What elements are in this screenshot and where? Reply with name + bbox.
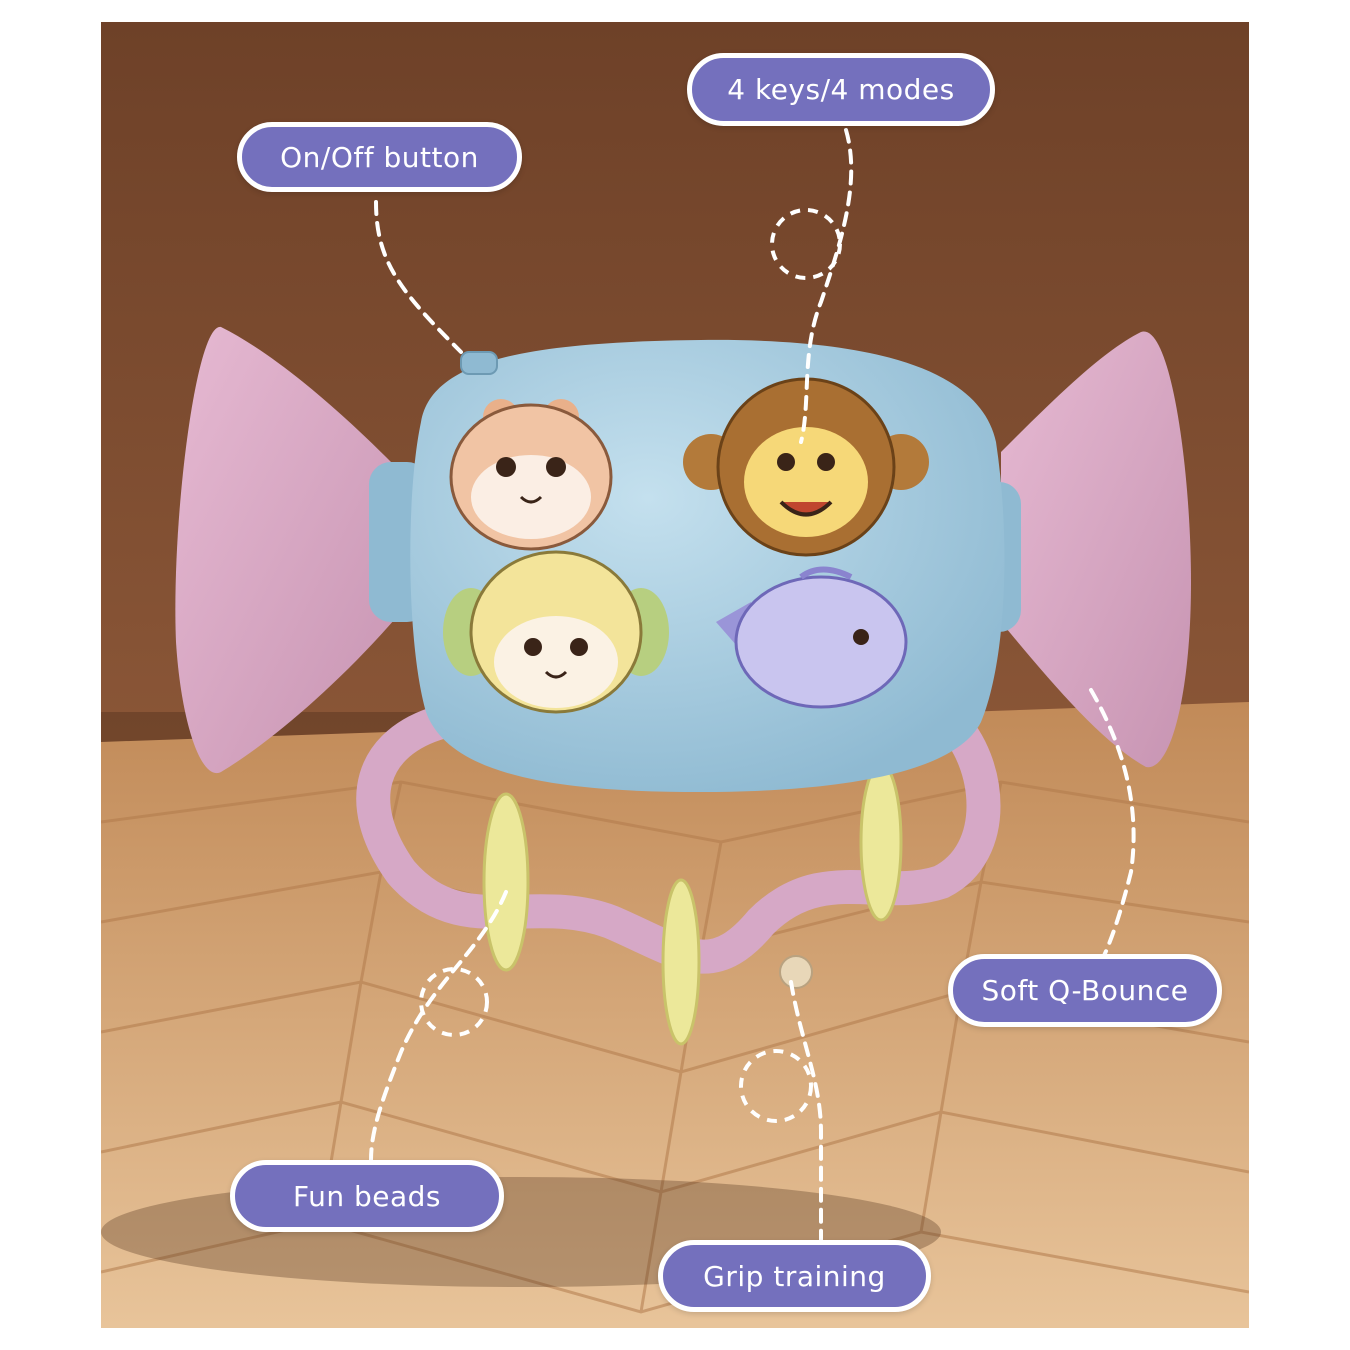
on-off-button-label: On/Off button bbox=[237, 122, 522, 192]
product-scene bbox=[101, 22, 1249, 1328]
right-candy-wing bbox=[1001, 331, 1191, 768]
left-candy-wing bbox=[175, 326, 401, 774]
grip-training-label: Grip training bbox=[658, 1240, 931, 1312]
keys-modes-label: 4 keys/4 modes bbox=[687, 53, 995, 126]
soft-q-bounce-label: Soft Q-Bounce bbox=[948, 954, 1222, 1027]
leader-lines bbox=[369, 128, 1136, 1242]
monkey-icon[interactable] bbox=[683, 377, 929, 557]
fish-icon[interactable] bbox=[716, 566, 908, 709]
product-illustration bbox=[101, 22, 1249, 1328]
puppy-icon[interactable] bbox=[443, 550, 669, 714]
fun-beads-label: Fun beads bbox=[230, 1160, 504, 1232]
grip-rings bbox=[482, 762, 903, 1046]
fun-bead bbox=[779, 955, 813, 989]
loop-circles bbox=[419, 208, 842, 1123]
on-off-switch[interactable] bbox=[460, 351, 498, 375]
hamster-icon[interactable] bbox=[449, 399, 613, 551]
